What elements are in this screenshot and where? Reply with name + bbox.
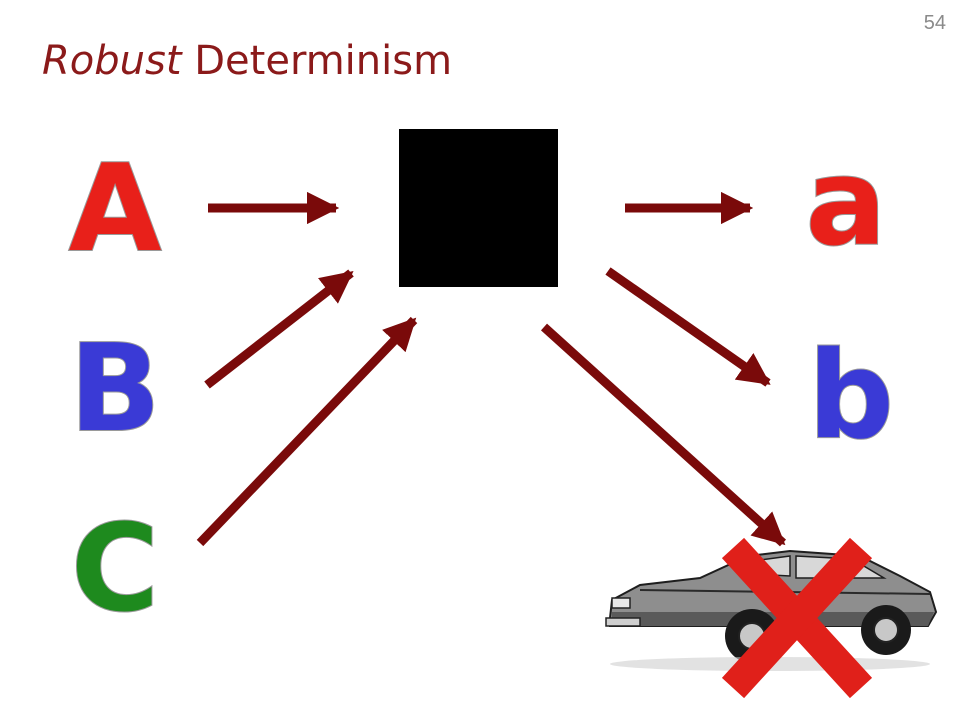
output-letter-a: a [806,134,887,273]
input-letter-c: C [71,500,159,639]
input-letter-a: A [69,140,162,279]
arrow-box-to-car [540,323,787,547]
slide-number: 54 [923,12,946,34]
arrow-c-to-box [196,316,418,547]
arrow-box-to-b [605,267,771,387]
arrow-b-to-box [204,269,354,389]
output-letter-b: b [808,327,894,466]
title-emphasis: Robust [42,38,182,84]
title-rest: Determinism [181,38,453,84]
x-mark-icon [721,537,873,699]
black-box [399,129,558,287]
slide-title: Robust Determinism [42,38,452,84]
input-letter-b: B [69,320,160,459]
